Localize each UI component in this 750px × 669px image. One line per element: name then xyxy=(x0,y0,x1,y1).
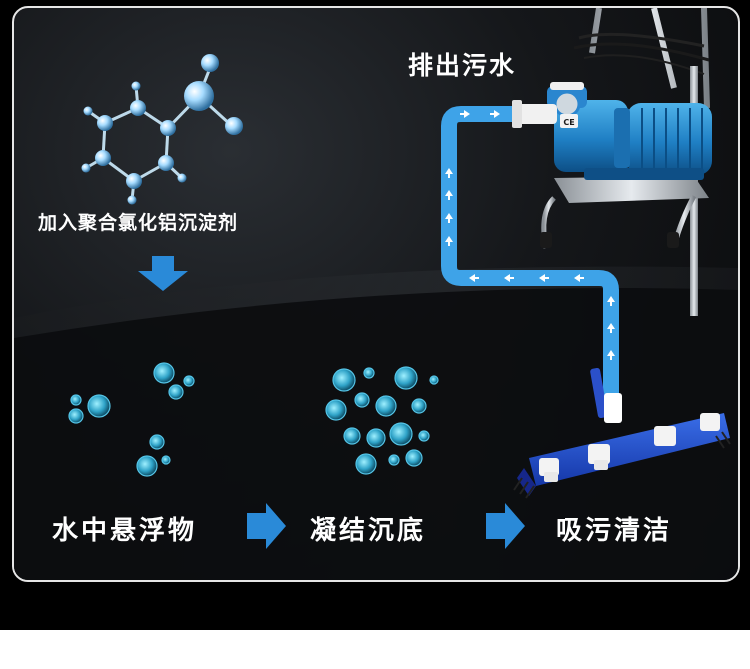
pump-trolley: CE xyxy=(512,8,712,316)
molecule-illustration xyxy=(81,54,243,205)
dark-panel: CE xyxy=(12,6,740,582)
discharge-label: 排出污水 xyxy=(408,51,517,80)
bottom-white-strip xyxy=(0,630,750,669)
step-arrow-icon-2 xyxy=(486,503,525,549)
vacuum-head xyxy=(513,367,731,499)
water-flow-pipe xyxy=(441,106,619,398)
ce-mark-icon: CE xyxy=(563,118,574,127)
step-label-settle: 凝结沉底 xyxy=(310,516,427,546)
down-arrow-icon xyxy=(138,256,188,291)
coagulant-label: 加入聚合氯化铝沉淀剂 xyxy=(38,212,239,234)
step-label-suspended: 水中悬浮物 xyxy=(52,516,198,546)
step-arrow-icon-1 xyxy=(247,503,286,549)
coagulated-particles xyxy=(325,366,439,475)
diagram-graphics: CE xyxy=(14,8,738,580)
infographic-stage: CE xyxy=(0,0,750,630)
step-label-vacuum: 吸污清洁 xyxy=(556,516,673,546)
suspended-particles xyxy=(68,362,195,477)
